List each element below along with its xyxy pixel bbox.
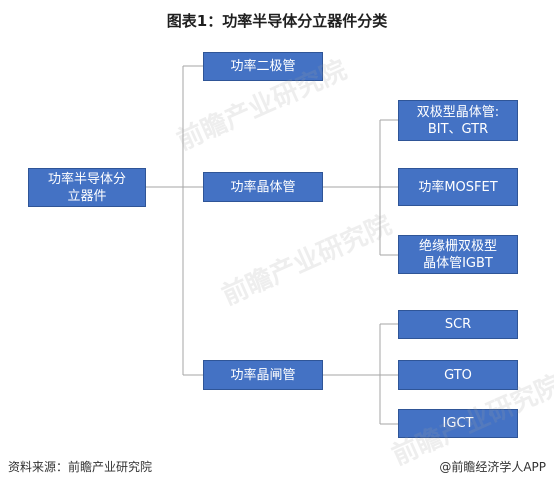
page-title: 图表1：功率半导体分立器件分类 bbox=[166, 12, 388, 30]
node-scr: SCR bbox=[398, 310, 518, 339]
node-bjt: 双极型晶体管: BIT、GTR bbox=[398, 100, 518, 141]
node-igbt: 绝缘栅双极型 晶体管IGBT bbox=[398, 235, 518, 274]
node-power-thyristor: 功率晶闸管 bbox=[203, 360, 323, 390]
node-power-diode: 功率二极管 bbox=[203, 52, 323, 81]
brand-credit: @前瞻经济学人APP bbox=[439, 460, 546, 474]
source-note: 资料来源：前瞻产业研究院 bbox=[8, 460, 153, 474]
node-igct: IGCT bbox=[398, 409, 518, 438]
node-mosfet: 功率MOSFET bbox=[398, 168, 518, 206]
node-root: 功率半导体分 立器件 bbox=[28, 168, 146, 207]
node-power-transistor: 功率晶体管 bbox=[203, 172, 323, 202]
node-gto: GTO bbox=[398, 360, 518, 390]
